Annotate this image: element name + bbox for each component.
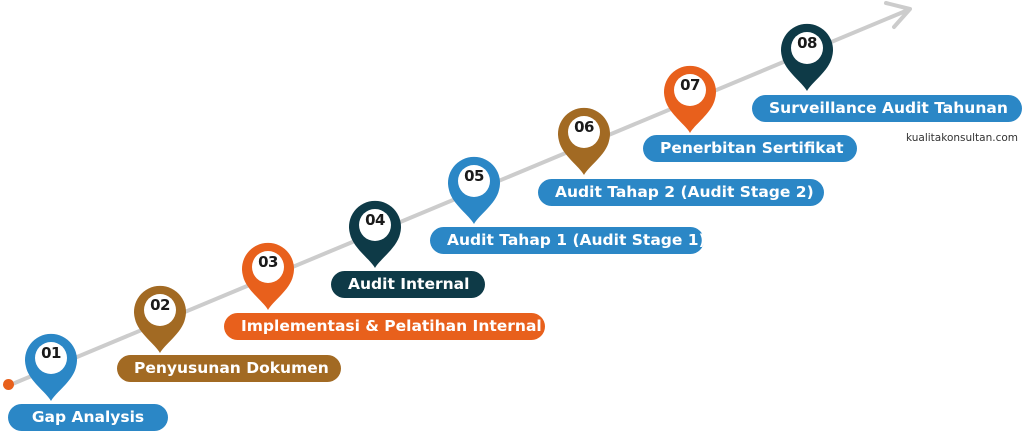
- step-number: 06: [574, 118, 594, 136]
- pin-marker-icon: 05: [446, 154, 502, 226]
- step-label: Penerbitan Sertifikat: [643, 135, 857, 162]
- pin-marker-icon: 04: [347, 198, 403, 270]
- step-number: 03: [258, 253, 278, 271]
- step-label: Surveillance Audit Tahunan: [752, 95, 1022, 122]
- pin-marker-icon: 08: [779, 21, 835, 93]
- step-label: Penyusunan Dokumen: [117, 355, 341, 382]
- pin-marker-icon: 01: [23, 331, 79, 403]
- step-label: Gap Analysis: [8, 404, 168, 431]
- step-label: Audit Tahap 2 (Audit Stage 2): [538, 179, 824, 206]
- step-number: 08: [797, 34, 817, 52]
- pin-marker-icon: 02: [132, 283, 188, 355]
- step-label: Implementasi & Pelatihan Internal: [224, 313, 545, 340]
- watermark-text: kualitakonsultan.com: [906, 132, 1019, 144]
- pin-marker-icon: 03: [240, 240, 296, 312]
- step-number: 02: [150, 296, 170, 314]
- step-number: 04: [365, 211, 385, 229]
- step-number: 07: [680, 76, 700, 94]
- step-number: 01: [41, 344, 61, 362]
- pin-marker-icon: 07: [662, 63, 718, 135]
- step-label: Audit Internal: [331, 271, 485, 298]
- pin-marker-icon: 06: [556, 105, 612, 177]
- step-number: 05: [464, 167, 484, 185]
- start-dot: [3, 379, 14, 390]
- step-label: Audit Tahap 1 (Audit Stage 1): [430, 227, 706, 254]
